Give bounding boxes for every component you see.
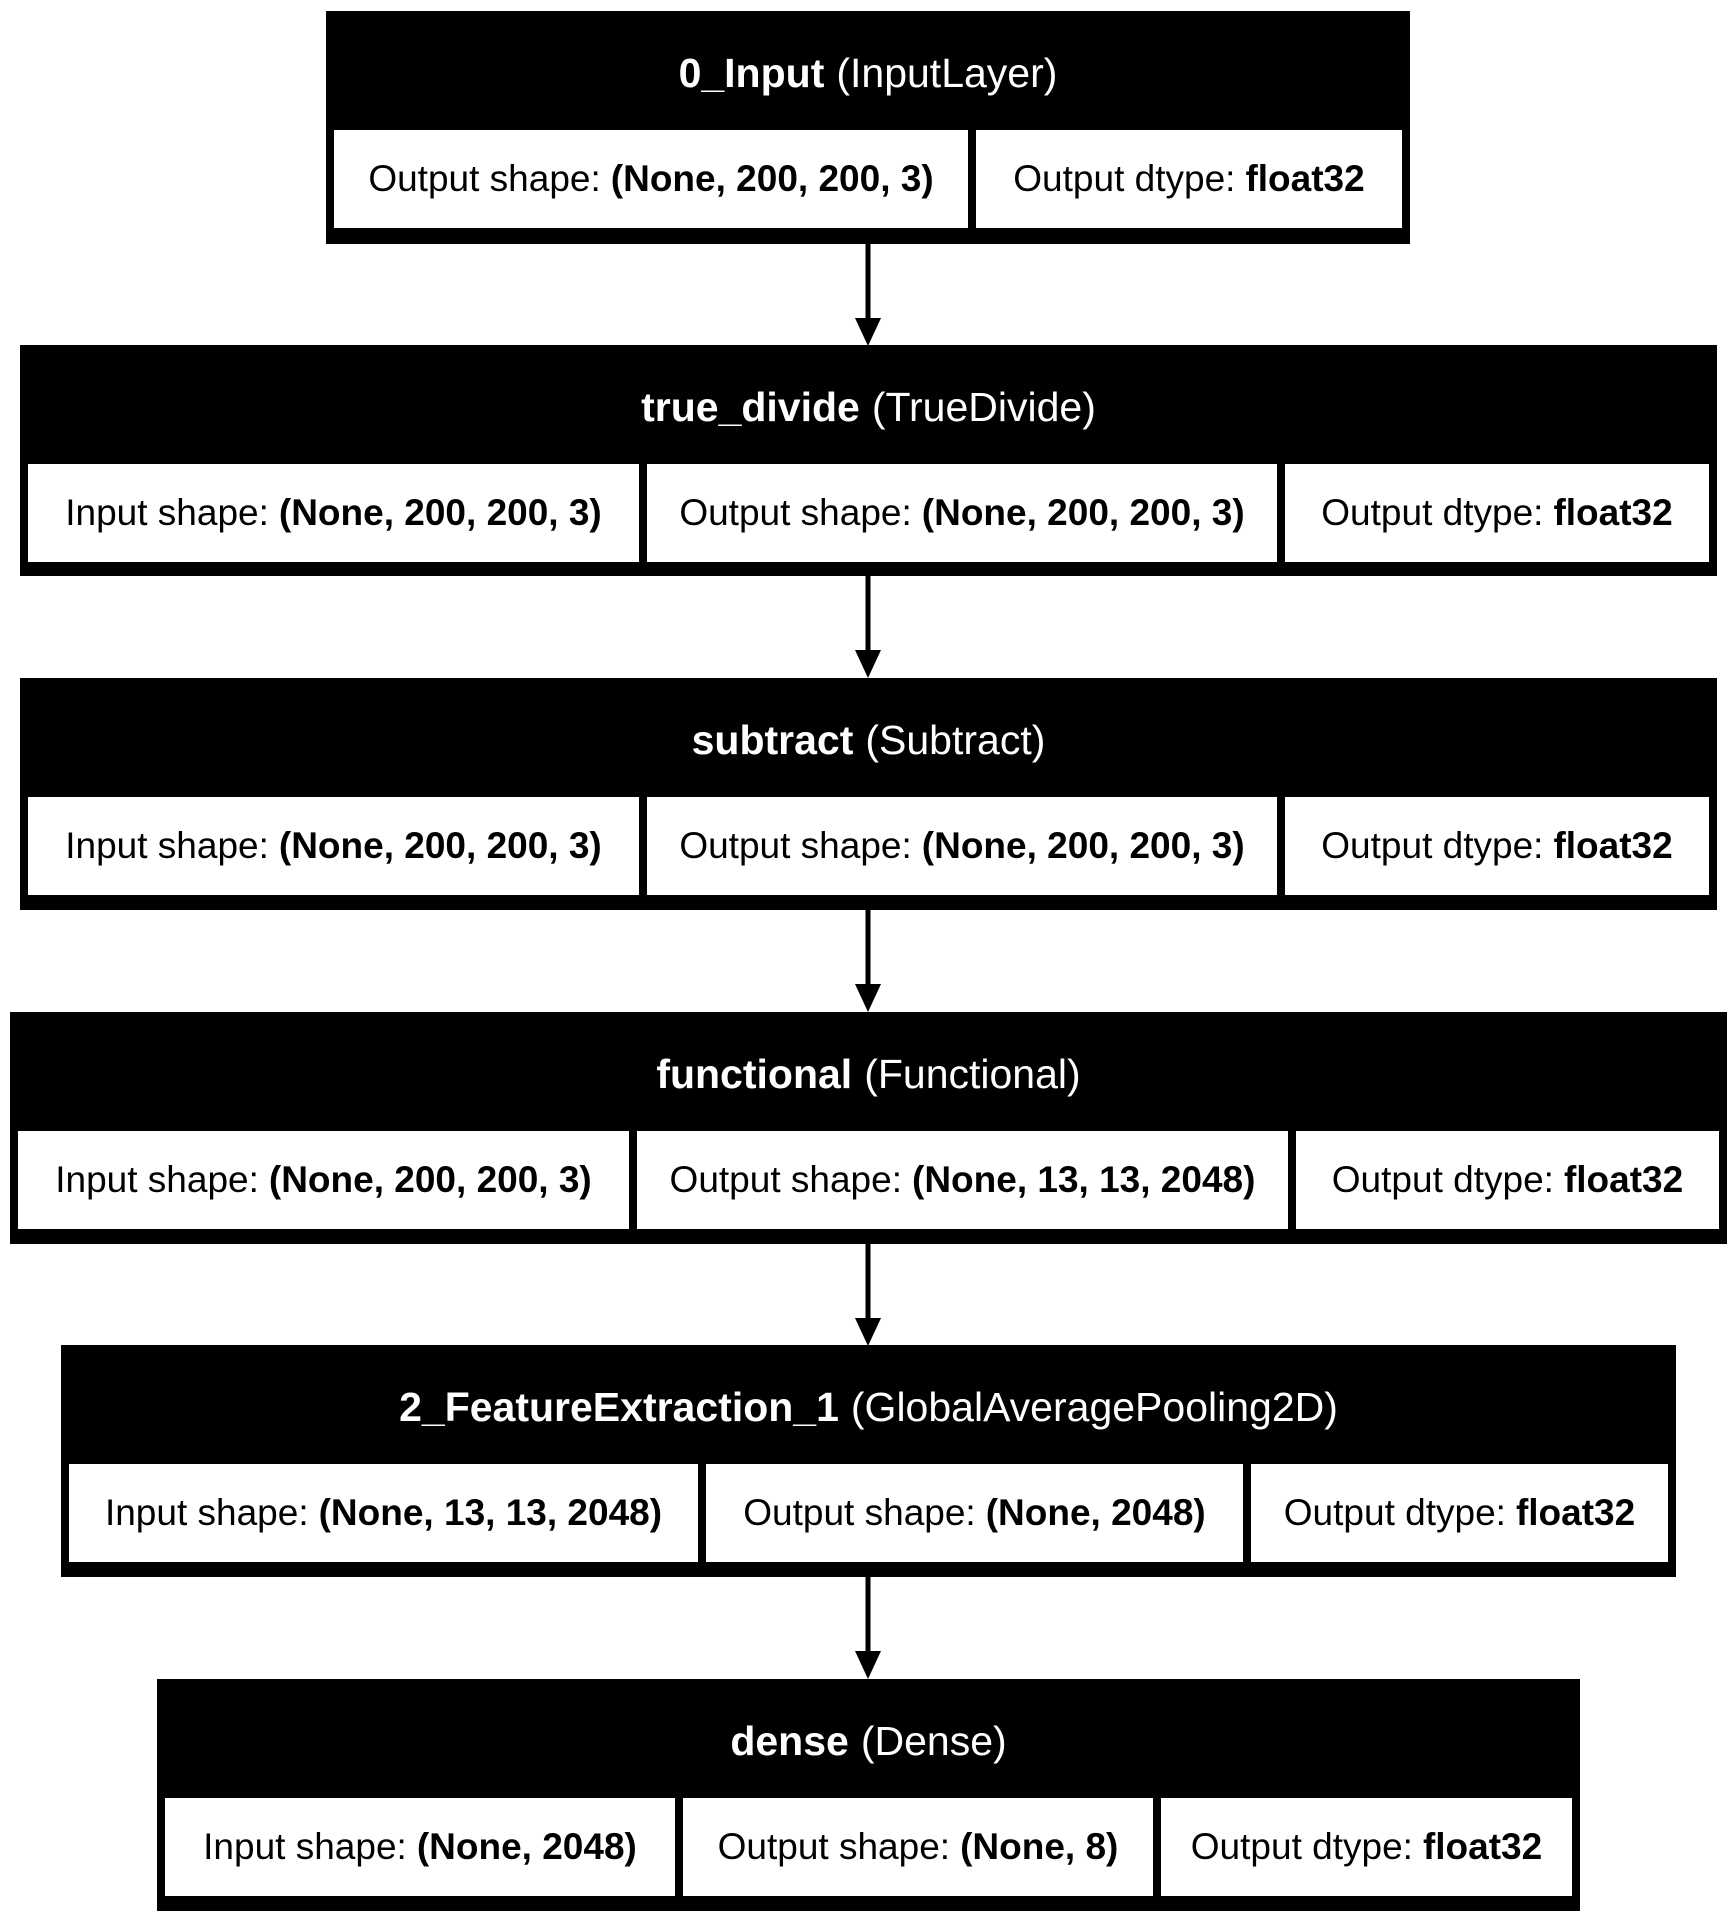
output-shape-cell: Output shape: (None, 200, 200, 3) xyxy=(647,797,1277,895)
layer-header: 0_Input (InputLayer) xyxy=(332,17,1404,130)
layer-node-2-subtract: subtract (Subtract) Input shape: (None, … xyxy=(20,678,1717,910)
output-shape-cell: Output shape: (None, 200, 200, 3) xyxy=(334,130,968,228)
cell-label: Output dtype: xyxy=(1321,825,1544,866)
layer-class: (Functional) xyxy=(864,1051,1081,1097)
layer-node-3-functional: functional (Functional) Input shape: (No… xyxy=(10,1012,1727,1244)
cell-value: (None, 200, 200, 3) xyxy=(610,158,934,199)
output-dtype-cell: Output dtype: float32 xyxy=(1285,797,1709,895)
layer-header: dense (Dense) xyxy=(163,1685,1574,1798)
layer-class: (InputLayer) xyxy=(836,50,1058,96)
input-shape-cell: Input shape: (None, 200, 200, 3) xyxy=(28,797,639,895)
input-shape-cell: Input shape: (None, 2048) xyxy=(165,1798,675,1896)
cell-label: Input shape: xyxy=(104,1492,309,1533)
layer-class: (Dense) xyxy=(860,1718,1007,1764)
edge-2-arrowhead xyxy=(855,650,881,678)
layer-class: (GlobalAveragePooling2D) xyxy=(850,1384,1338,1430)
cell-label: Output shape: xyxy=(679,825,912,866)
layer-header: true_divide (TrueDivide) xyxy=(26,351,1711,464)
layer-class: (TrueDivide) xyxy=(871,384,1096,430)
edge-3-arrowhead xyxy=(855,984,881,1012)
layer-class: (Subtract) xyxy=(865,717,1046,763)
cell-label: Output dtype: xyxy=(1190,1826,1413,1867)
layer-node-5-dense: dense (Dense) Input shape: (None, 2048) … xyxy=(157,1679,1580,1911)
cell-value: (None, 200, 200, 3) xyxy=(278,492,602,533)
edge-4-arrowhead xyxy=(855,1318,881,1346)
layer-cells: Input shape: (None, 13, 13, 2048) Output… xyxy=(67,1464,1670,1564)
cell-label: Output dtype: xyxy=(1321,492,1544,533)
layer-cells: Input shape: (None, 200, 200, 3) Output … xyxy=(16,1131,1721,1231)
cell-value: (None, 200, 200, 3) xyxy=(921,825,1245,866)
output-dtype-cell: Output dtype: float32 xyxy=(1285,464,1709,562)
cell-label: Input shape: xyxy=(65,825,269,866)
layer-node-4-feature-extraction: 2_FeatureExtraction_1 (GlobalAveragePool… xyxy=(61,1345,1676,1577)
layer-cells: Input shape: (None, 2048) Output shape: … xyxy=(163,1798,1574,1898)
cell-label: Output dtype: xyxy=(1013,158,1236,199)
cell-label: Input shape: xyxy=(203,1826,407,1867)
layer-name: subtract xyxy=(691,717,854,763)
cell-label: Output dtype: xyxy=(1331,1159,1554,1200)
cell-value: (None, 8) xyxy=(960,1826,1119,1867)
output-shape-cell: Output shape: (None, 8) xyxy=(683,1798,1153,1896)
cell-value: (None, 13, 13, 2048) xyxy=(318,1492,663,1533)
cell-label: Output shape: xyxy=(679,492,912,533)
edge-5-arrowhead xyxy=(855,1651,881,1679)
layer-cells: Output shape: (None, 200, 200, 3) Output… xyxy=(332,130,1404,230)
layer-name: dense xyxy=(730,1718,849,1764)
layer-header: subtract (Subtract) xyxy=(26,684,1711,797)
layer-cells: Input shape: (None, 200, 200, 3) Output … xyxy=(26,464,1711,564)
output-shape-cell: Output shape: (None, 2048) xyxy=(706,1464,1243,1562)
cell-label: Input shape: xyxy=(65,492,269,533)
cell-value: (None, 200, 200, 3) xyxy=(268,1159,592,1200)
cell-value: float32 xyxy=(1515,1492,1636,1533)
output-shape-cell: Output shape: (None, 13, 13, 2048) xyxy=(637,1131,1288,1229)
cell-value: (None, 13, 13, 2048) xyxy=(912,1159,1256,1200)
input-shape-cell: Input shape: (None, 200, 200, 3) xyxy=(18,1131,629,1229)
cell-label: Output shape: xyxy=(717,1826,951,1867)
layer-header: 2_FeatureExtraction_1 (GlobalAveragePool… xyxy=(67,1351,1670,1464)
output-dtype-cell: Output dtype: float32 xyxy=(1296,1131,1719,1229)
layer-name: functional xyxy=(656,1051,853,1097)
layer-node-1-true-divide: true_divide (TrueDivide) Input shape: (N… xyxy=(20,345,1717,576)
cell-label: Output shape: xyxy=(669,1159,902,1200)
cell-value: float32 xyxy=(1553,825,1673,866)
layer-name: 2_FeatureExtraction_1 xyxy=(399,1384,839,1430)
cell-value: (None, 2048) xyxy=(985,1492,1206,1533)
layer-cells: Input shape: (None, 200, 200, 3) Output … xyxy=(26,797,1711,897)
output-shape-cell: Output shape: (None, 200, 200, 3) xyxy=(647,464,1277,562)
edge-1-arrowhead xyxy=(855,318,881,346)
cell-label: Output shape: xyxy=(368,158,601,199)
input-shape-cell: Input shape: (None, 200, 200, 3) xyxy=(28,464,639,562)
layer-node-0-input: 0_Input (InputLayer) Output shape: (None… xyxy=(326,11,1410,244)
output-dtype-cell: Output dtype: float32 xyxy=(1161,1798,1572,1896)
cell-label: Input shape: xyxy=(55,1159,259,1200)
cell-value: (None, 2048) xyxy=(416,1826,637,1867)
cell-label: Output shape: xyxy=(743,1492,976,1533)
cell-value: float32 xyxy=(1563,1159,1684,1200)
cell-value: (None, 200, 200, 3) xyxy=(921,492,1245,533)
layer-header: functional (Functional) xyxy=(16,1018,1721,1131)
layer-name: 0_Input xyxy=(678,50,825,96)
cell-label: Output dtype: xyxy=(1283,1492,1506,1533)
cell-value: float32 xyxy=(1245,158,1365,199)
output-dtype-cell: Output dtype: float32 xyxy=(1251,1464,1668,1562)
output-dtype-cell: Output dtype: float32 xyxy=(976,130,1402,228)
layer-name: true_divide xyxy=(641,384,860,430)
cell-value: (None, 200, 200, 3) xyxy=(278,825,602,866)
input-shape-cell: Input shape: (None, 13, 13, 2048) xyxy=(69,1464,698,1562)
cell-value: float32 xyxy=(1553,492,1673,533)
cell-value: float32 xyxy=(1422,1826,1543,1867)
